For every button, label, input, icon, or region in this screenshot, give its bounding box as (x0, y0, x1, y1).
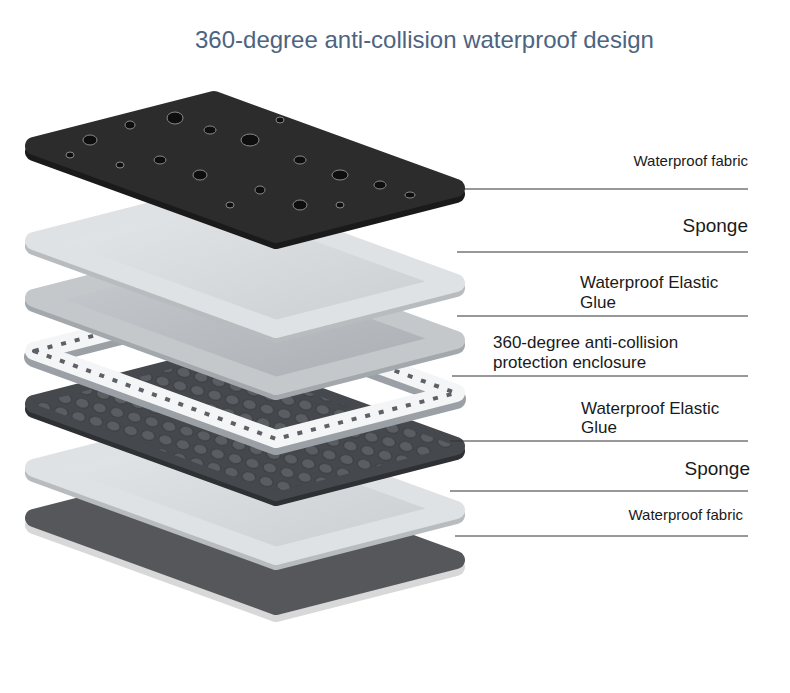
layer-label: Waterproof Elastic Glue (580, 273, 740, 312)
leader-lines (450, 189, 748, 536)
layer-label: Sponge (682, 215, 748, 237)
layer-label: Sponge (684, 458, 750, 480)
layer-label: Waterproof fabric (629, 506, 744, 523)
layer-label: 360-degree anti-collision protection enc… (493, 333, 748, 372)
layer-label: Waterproof Elastic Glue (581, 399, 741, 438)
diagram-title: 360-degree anti-collision waterproof des… (195, 26, 654, 54)
layer-label: Waterproof fabric (634, 152, 749, 169)
